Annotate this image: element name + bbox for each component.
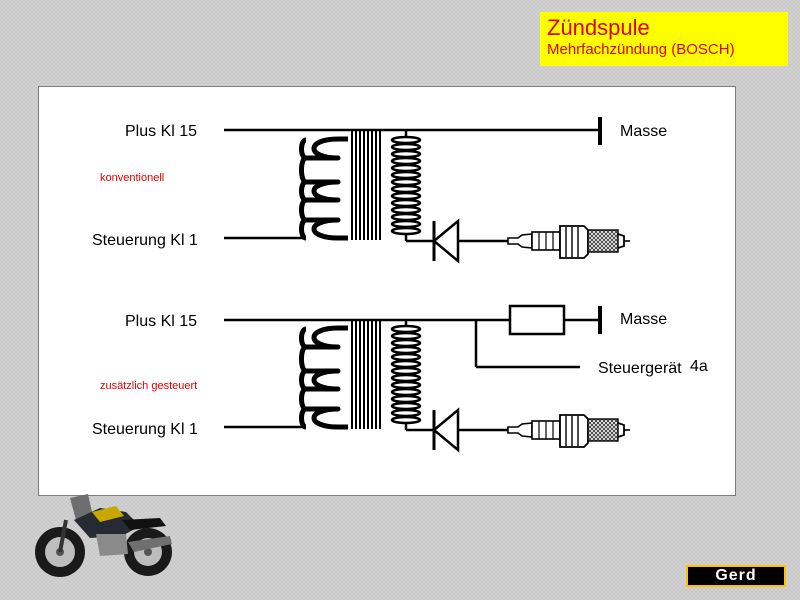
- primary-coil: [302, 328, 349, 427]
- diode-symbol: [432, 408, 460, 452]
- label-control-kl1: Steuerung Kl 1: [92, 232, 198, 249]
- mode-label: zusätzlich gesteuert: [100, 380, 197, 392]
- label-ecu: Steuergerät: [598, 360, 682, 377]
- spark-plug-icon: [507, 225, 631, 259]
- label-control-kl1: Steuerung Kl 1: [92, 421, 198, 438]
- iron-core: [351, 318, 381, 430]
- title-box: Zündspule Mehrfachzündung (BOSCH): [540, 12, 788, 66]
- label-plus-kl15: Plus Kl 15: [125, 313, 197, 330]
- label-plus-kl15: Plus Kl 15: [125, 123, 197, 140]
- diode-symbol: [432, 219, 460, 263]
- spark-plug-icon: [507, 414, 631, 448]
- page-title: Zündspule: [547, 15, 650, 40]
- label-ground: Masse: [620, 123, 667, 140]
- motorcycle-icon: [35, 494, 172, 577]
- mode-label: konventionell: [100, 172, 164, 184]
- label-ground: Masse: [620, 311, 667, 328]
- logo-text: Gerd: [715, 567, 757, 584]
- page-subtitle: Mehrfachzündung (BOSCH): [547, 41, 735, 58]
- primary-coil: [302, 139, 349, 238]
- resistor-symbol: [508, 304, 566, 336]
- label-ecu-pin: 4a: [690, 358, 708, 375]
- iron-core: [351, 129, 381, 241]
- circuit-additional-control: Plus Kl 15 zusätzlich gesteuert Steuerun…: [92, 304, 708, 452]
- brand-logo: Gerd: [686, 565, 786, 587]
- secondary-coil: [390, 135, 422, 236]
- circuit-conventional: Plus Kl 15 konventionell Steuerung Kl 1 …: [92, 117, 667, 263]
- diagram-panel: [38, 86, 736, 496]
- secondary-coil: [390, 324, 422, 425]
